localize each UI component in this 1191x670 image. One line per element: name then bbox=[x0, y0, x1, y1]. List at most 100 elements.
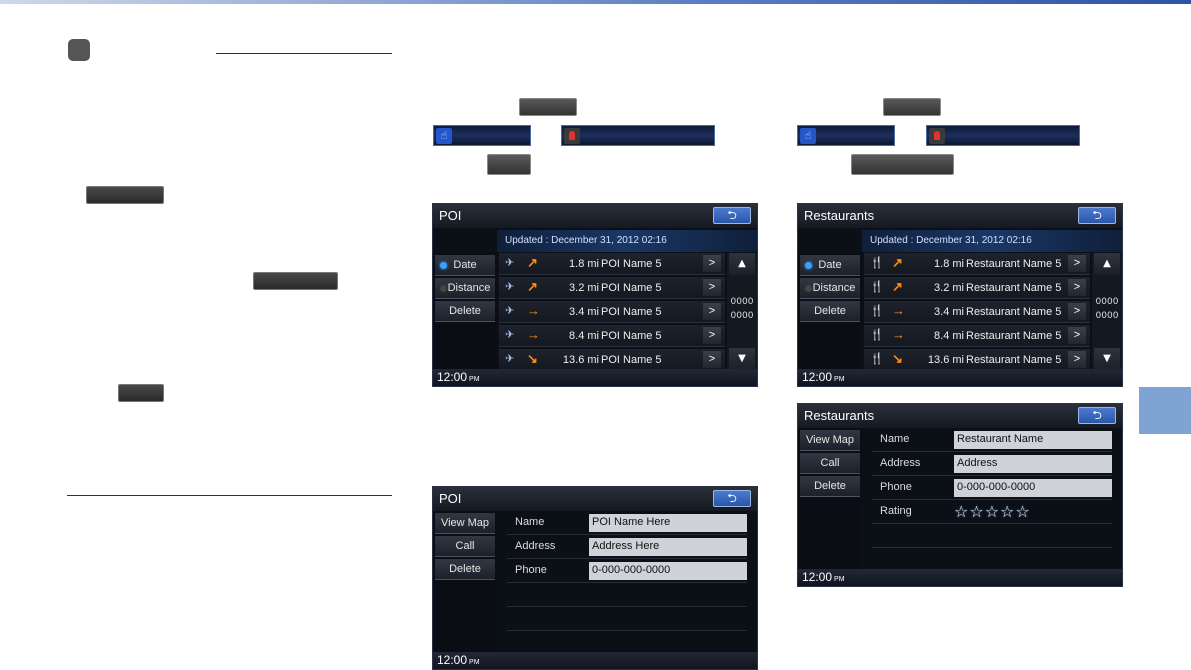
field-label: Phone bbox=[515, 564, 547, 576]
chevron-right-icon[interactable]: > bbox=[703, 351, 721, 368]
top-gradient-rule bbox=[0, 0, 1191, 4]
call-button[interactable]: Call bbox=[435, 536, 495, 557]
clock: 12:00 bbox=[802, 370, 833, 384]
scroll-up-icon[interactable]: ▲ bbox=[1094, 253, 1120, 275]
scrollbar[interactable]: ▲ 0000 0000 ▼ bbox=[727, 253, 757, 371]
step-button-right bbox=[883, 98, 941, 116]
direction-arrow-icon: ↘ bbox=[527, 351, 538, 366]
scroll-down-icon[interactable]: ▼ bbox=[729, 348, 755, 370]
radio-on-icon bbox=[805, 262, 812, 269]
scroll-up-icon[interactable]: ▲ bbox=[729, 253, 755, 275]
distance: 3.2 mi bbox=[934, 282, 964, 294]
title-text: POI bbox=[439, 208, 462, 223]
scroll-count-top: 0000 bbox=[730, 297, 754, 307]
field-value: Restaurant Name bbox=[954, 431, 1112, 449]
chevron-right-icon[interactable]: > bbox=[1068, 255, 1086, 272]
sort-date-button[interactable]: Date bbox=[800, 255, 860, 276]
list-item[interactable]: ✈ ↘ 13.6 mi POI Name 5 > bbox=[499, 349, 725, 371]
list-item[interactable]: ✈ → 8.4 mi POI Name 5 > bbox=[499, 325, 725, 347]
call-button[interactable]: Call bbox=[800, 453, 860, 474]
list-item[interactable]: 🍴 ↘ 13.6 mi Restaurant Name 5 > bbox=[864, 349, 1090, 371]
chapter-side-tab bbox=[1139, 387, 1191, 434]
list-item[interactable]: ✈ ↗ 3.2 mi POI Name 5 > bbox=[499, 277, 725, 299]
chevron-right-icon[interactable]: > bbox=[1068, 351, 1086, 368]
restaurant-icon: 🍴 bbox=[870, 305, 884, 317]
field-value: POI Name Here bbox=[589, 514, 747, 532]
chevron-right-icon[interactable]: > bbox=[703, 279, 721, 296]
step-sub-button-right bbox=[851, 154, 954, 175]
direction-arrow-icon: → bbox=[892, 303, 905, 318]
hand-icon: ☝ bbox=[436, 128, 452, 144]
chevron-right-icon[interactable]: > bbox=[1068, 327, 1086, 344]
direction-arrow-icon: → bbox=[527, 327, 540, 342]
sort-date-button[interactable]: Date bbox=[435, 255, 495, 276]
list-item[interactable]: ✈ → 3.4 mi POI Name 5 > bbox=[499, 301, 725, 323]
chevron-right-icon[interactable]: > bbox=[703, 303, 721, 320]
ampm: PM bbox=[469, 659, 480, 666]
clock: 12:00 bbox=[802, 570, 833, 584]
direction-arrow-icon: ↗ bbox=[892, 279, 903, 294]
direction-arrow-icon: ↗ bbox=[892, 255, 903, 270]
heading-underline bbox=[216, 53, 392, 54]
view-map-button[interactable]: View Map bbox=[800, 430, 860, 451]
chevron-right-icon[interactable]: > bbox=[703, 255, 721, 272]
scrollbar[interactable]: ▲ 0000 0000 ▼ bbox=[1092, 253, 1122, 371]
distance: 13.6 mi bbox=[562, 354, 599, 366]
restaurant-icon: 🍴 bbox=[870, 329, 884, 341]
radio-on-icon bbox=[440, 262, 447, 269]
sort-distance-button[interactable]: Distance bbox=[435, 278, 495, 299]
scroll-down-icon[interactable]: ▼ bbox=[1094, 348, 1120, 370]
detail-row-address: Address Address bbox=[872, 452, 1112, 476]
chevron-right-icon[interactable]: > bbox=[1068, 303, 1086, 320]
detail-row-empty bbox=[872, 524, 1112, 548]
delete-button[interactable]: Delete bbox=[800, 301, 860, 322]
list-item[interactable]: 🍴 ↗ 3.2 mi Restaurant Name 5 > bbox=[864, 277, 1090, 299]
delete-button[interactable]: Delete bbox=[435, 559, 495, 580]
back-button[interactable]: ⮌ bbox=[1078, 207, 1116, 224]
sort-distance-button[interactable]: Distance bbox=[800, 278, 860, 299]
delete-button[interactable]: Delete bbox=[435, 301, 495, 322]
screen-title: Restaurants bbox=[798, 204, 1122, 228]
menu-label: Call bbox=[820, 457, 840, 469]
chevron-right-icon[interactable]: > bbox=[703, 327, 721, 344]
step-button-left bbox=[519, 98, 577, 116]
back-button[interactable]: ⮌ bbox=[713, 490, 751, 507]
list-item[interactable]: 🍴 ↗ 1.8 mi Restaurant Name 5 > bbox=[864, 253, 1090, 275]
poi-name: POI Name 5 bbox=[601, 330, 662, 342]
restaurant-icon: 🍴 bbox=[870, 353, 884, 365]
distance: 8.4 mi bbox=[569, 330, 599, 342]
detail-row-name: Name POI Name Here bbox=[507, 511, 747, 535]
distance: 3.4 mi bbox=[934, 306, 964, 318]
chevron-right-icon[interactable]: > bbox=[1068, 279, 1086, 296]
back-button[interactable]: ⮌ bbox=[1078, 407, 1116, 424]
list-item[interactable]: 🍴 → 3.4 mi Restaurant Name 5 > bbox=[864, 301, 1090, 323]
poi-category-icon: ✈ bbox=[505, 305, 515, 317]
sort-menu: Date Distance Delete bbox=[798, 252, 862, 369]
distance: 13.6 mi bbox=[927, 354, 964, 366]
back-button[interactable]: ⮌ bbox=[713, 207, 751, 224]
menu-label: Date bbox=[818, 259, 842, 271]
screen-title: POI bbox=[433, 204, 757, 228]
list-item[interactable]: ✈ ↗ 1.8 mi POI Name 5 > bbox=[499, 253, 725, 275]
delete-button[interactable]: Delete bbox=[800, 476, 860, 497]
poi-category-icon: ✈ bbox=[505, 281, 515, 293]
pin-icon bbox=[929, 128, 945, 144]
action-menu: View Map Call Delete bbox=[433, 511, 497, 652]
poi-category-icon: ✈ bbox=[505, 353, 515, 365]
distance: 8.4 mi bbox=[934, 330, 964, 342]
radio-off-icon bbox=[440, 285, 447, 292]
field-label: Address bbox=[515, 540, 556, 552]
restaurant-name: Restaurant Name 5 bbox=[966, 258, 1062, 270]
direction-arrow-icon: → bbox=[892, 327, 905, 342]
ampm: PM bbox=[834, 376, 845, 383]
menu-label: Distance bbox=[812, 282, 856, 294]
list-item[interactable]: 🍴 → 8.4 mi Restaurant Name 5 > bbox=[864, 325, 1090, 347]
scroll-count-top: 0000 bbox=[1095, 297, 1119, 307]
view-map-button[interactable]: View Map bbox=[435, 513, 495, 534]
hand-icon: ☝ bbox=[800, 128, 816, 144]
poi-name: POI Name 5 bbox=[601, 282, 662, 294]
poi-category-icon: ✈ bbox=[505, 257, 515, 269]
menu-label: Delete bbox=[449, 305, 481, 317]
detail-row-name: Name Restaurant Name bbox=[872, 428, 1112, 452]
